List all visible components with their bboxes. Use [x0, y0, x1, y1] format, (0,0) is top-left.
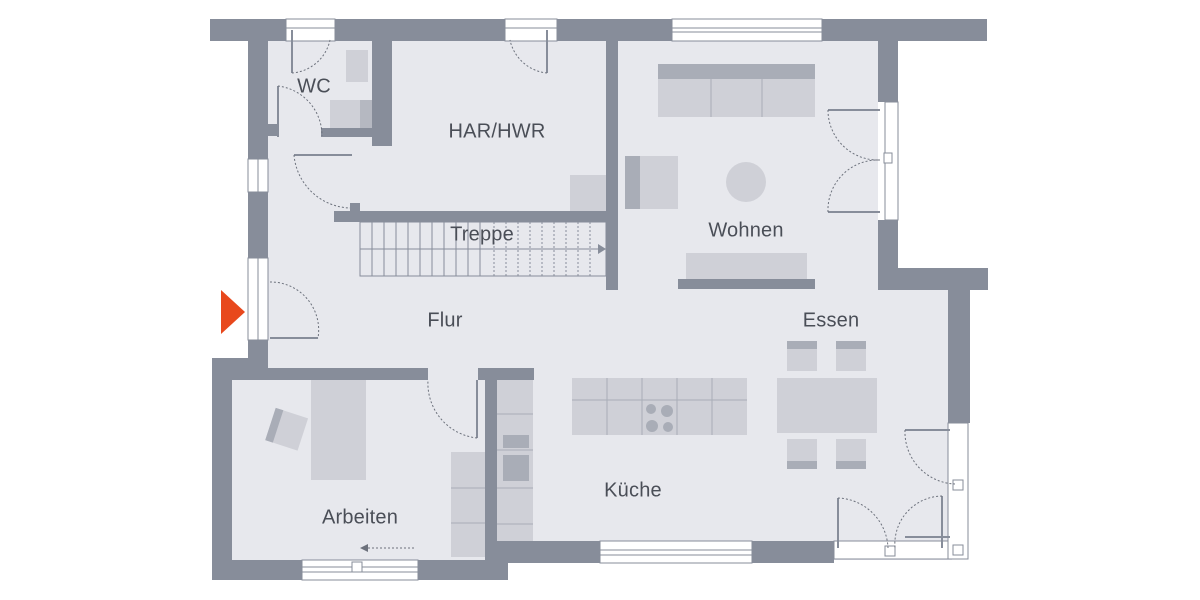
door-swings — [269, 39, 956, 549]
room-label-treppe: Treppe — [450, 223, 514, 246]
room-label-har-hwr: HAR/HWR — [448, 120, 546, 143]
room-label-arbeiten: Arbeiten — [321, 506, 399, 529]
room-label-kueche: Küche — [604, 479, 662, 502]
room-label-flur: Flur — [427, 309, 463, 332]
furniture — [265, 50, 877, 557]
walls — [210, 19, 988, 580]
doors — [270, 30, 950, 548]
room-label-wohnen: Wohnen — [708, 219, 784, 242]
room-label-wc: WC — [297, 75, 331, 98]
window-opening-arrow-icon — [360, 544, 414, 552]
windows — [247, 18, 969, 581]
entrance-arrow-icon — [221, 290, 245, 334]
stair-direction-arrow-icon — [598, 244, 606, 254]
staircase — [359, 221, 607, 277]
room-label-essen: Essen — [802, 309, 860, 332]
